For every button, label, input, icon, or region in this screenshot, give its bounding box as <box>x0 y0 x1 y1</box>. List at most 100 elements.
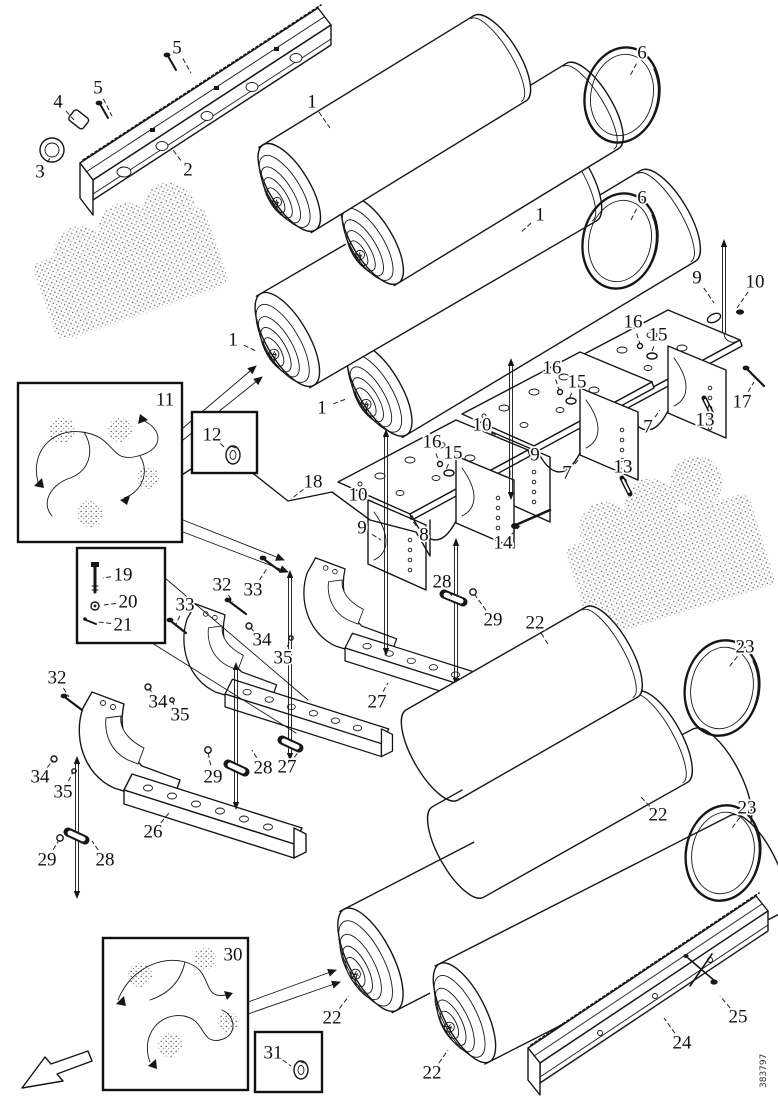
callout-35: 35 <box>274 648 293 669</box>
callout-16: 16 <box>624 312 643 333</box>
callout-21: 21 <box>114 615 133 636</box>
callout-5: 5 <box>93 78 103 99</box>
callout-8: 8 <box>419 525 429 546</box>
callout-leader <box>731 817 741 829</box>
callout-leader <box>371 533 382 541</box>
callout-leader <box>172 149 182 161</box>
callout-1: 1 <box>307 92 317 113</box>
callout-7: 7 <box>562 463 572 484</box>
callout-leader <box>338 995 350 1009</box>
small-hardware <box>50 309 766 845</box>
callout-leader <box>251 749 258 759</box>
callout-leader <box>160 812 170 824</box>
callout-19: 19 <box>114 565 133 586</box>
callout-leader <box>148 687 152 693</box>
callout-6: 6 <box>637 43 647 64</box>
callout-26: 26 <box>144 822 163 843</box>
callout-leader <box>555 379 560 391</box>
callout-leader <box>707 403 710 409</box>
callout-leader <box>445 463 449 471</box>
callout-15: 15 <box>444 443 463 464</box>
callout-10: 10 <box>349 485 368 506</box>
callout-1: 1 <box>228 330 238 351</box>
callout-34: 34 <box>31 767 51 788</box>
callout-22: 22 <box>423 1063 442 1084</box>
callout-15: 15 <box>568 372 587 393</box>
inset-box-grommet-31 <box>253 1030 324 1094</box>
callout-13: 13 <box>614 457 633 478</box>
callout-17: 17 <box>733 392 752 413</box>
callout-leader <box>259 566 269 581</box>
callout-leader <box>248 625 255 632</box>
callout-leader <box>286 639 291 647</box>
callout-12: 12 <box>203 425 222 446</box>
callout-28: 28 <box>254 758 273 779</box>
callout-leader <box>103 602 117 606</box>
callout-leader <box>98 621 112 625</box>
inset-leader-line <box>182 519 285 561</box>
callout-leader <box>448 591 453 597</box>
callout-leader <box>625 478 628 485</box>
machine-halftone-top-left <box>34 182 228 339</box>
callout-34: 34 <box>149 692 169 713</box>
inset-leader-line <box>164 577 309 701</box>
callout-leader <box>728 656 738 668</box>
machine-halftone-right <box>566 456 775 635</box>
callout-10: 10 <box>746 272 765 293</box>
callout-leader <box>511 525 521 535</box>
inset-box-grommet-12 <box>190 410 259 475</box>
callout-leader <box>67 771 74 782</box>
callout-16: 16 <box>543 358 562 379</box>
callout-6: 6 <box>637 188 647 209</box>
callout-leader <box>719 995 731 1009</box>
callout-leader <box>182 58 192 74</box>
callout-leader <box>438 1049 449 1064</box>
callout-leader <box>102 98 113 117</box>
callout-27: 27 <box>278 757 297 778</box>
callout-leader <box>65 110 75 121</box>
callout-22: 22 <box>526 613 545 634</box>
callout-leader <box>629 63 637 77</box>
gas-cylinder-22e <box>400 605 643 802</box>
callout-3: 3 <box>35 162 45 183</box>
callout-29: 29 <box>204 767 223 788</box>
callout-1: 1 <box>317 398 327 419</box>
inset-leader-line <box>247 980 341 1015</box>
inset-leader-line <box>182 531 289 573</box>
callout-33: 33 <box>176 595 195 616</box>
callout-leader <box>474 594 487 611</box>
callout-28: 28 <box>433 572 452 593</box>
callout-31: 31 <box>264 1043 283 1064</box>
orientation-arrow-icon <box>21 1050 93 1089</box>
callout-leader <box>654 409 661 418</box>
callout-10: 10 <box>473 415 492 436</box>
callout-leader <box>540 632 550 647</box>
callout-28: 28 <box>96 850 115 871</box>
harness-drawing-11 <box>34 414 159 527</box>
callout-22: 22 <box>323 1008 342 1029</box>
callout-leader <box>175 615 181 625</box>
inset-leader-line <box>151 642 297 734</box>
callout-33: 33 <box>244 580 263 601</box>
callout-13: 13 <box>696 410 715 431</box>
callout-leader <box>228 594 234 603</box>
harness-drawing-30 <box>116 947 238 1069</box>
callout-7: 7 <box>643 417 653 438</box>
callout-leader <box>46 157 51 163</box>
callout-11: 11 <box>156 390 174 411</box>
callout-32: 32 <box>213 575 232 596</box>
callout-leader <box>636 333 641 345</box>
j-bolt-rods <box>73 239 740 899</box>
callout-22: 22 <box>649 805 668 826</box>
callout-15: 15 <box>649 325 668 346</box>
upper-mounting-rail <box>79 4 332 216</box>
callout-5: 5 <box>172 38 182 59</box>
figure-code: 383797 <box>759 1054 769 1088</box>
callout-leader <box>293 745 304 758</box>
callout-leader <box>408 516 417 527</box>
gas-cylinder-1a <box>253 13 532 234</box>
callout-leader <box>663 1017 676 1034</box>
callout-9: 9 <box>692 268 702 289</box>
callout-leader <box>382 682 389 692</box>
